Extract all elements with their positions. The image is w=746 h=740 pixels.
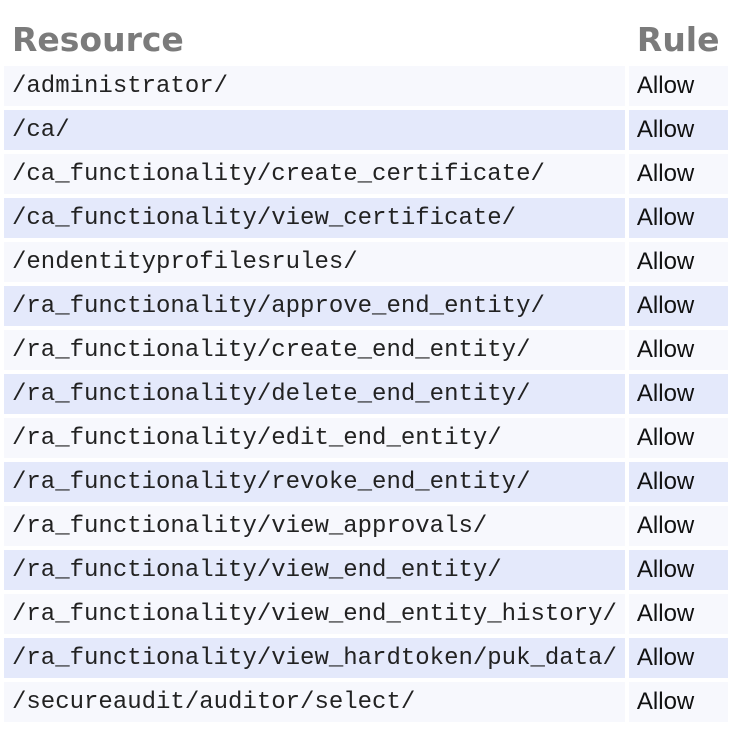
rule-cell: Allow (628, 638, 728, 678)
resource-cell: /ra_functionality/delete_end_entity/ (4, 374, 625, 414)
table-row: /ra_functionality/edit_end_entity/Allow (4, 418, 728, 458)
resource-cell: /administrator/ (4, 66, 625, 106)
resource-cell: /ra_functionality/revoke_end_entity/ (4, 462, 625, 502)
header-row: Resource Rule (4, 4, 728, 62)
resource-cell: /ca_functionality/create_certificate/ (4, 154, 625, 194)
resource-cell: /ca/ (4, 110, 625, 150)
column-header-resource: Resource (12, 19, 184, 59)
table-row: /ra_functionality/create_end_entity/Allo… (4, 330, 728, 370)
table-row: /secureaudit/auditor/select/Allow (4, 682, 728, 722)
column-header-rule: Rule (636, 19, 720, 59)
resource-cell: /ra_functionality/edit_end_entity/ (4, 418, 625, 458)
resource-cell: /ra_functionality/view_end_entity/ (4, 550, 625, 590)
rule-cell: Allow (628, 198, 728, 238)
resource-cell: /ra_functionality/view_end_entity_histor… (4, 594, 625, 634)
table-row: /ra_functionality/revoke_end_entity/Allo… (4, 462, 728, 502)
resource-cell: /ra_functionality/create_end_entity/ (4, 330, 625, 370)
resource-cell: /ca_functionality/view_certificate/ (4, 198, 625, 238)
table-row: /ra_functionality/view_end_entity_histor… (4, 594, 728, 634)
table-row: /ra_functionality/approve_end_entity/All… (4, 286, 728, 326)
table-row: /endentityprofilesrules/Allow (4, 242, 728, 282)
access-rules-table: Resource Rule /administrator/Allow/ca/Al… (4, 4, 728, 722)
rule-cell: Allow (628, 418, 728, 458)
resource-cell: /secureaudit/auditor/select/ (4, 682, 625, 722)
rule-cell: Allow (628, 286, 728, 326)
rule-cell: Allow (628, 154, 728, 194)
rule-cell: Allow (628, 506, 728, 546)
rule-cell: Allow (628, 594, 728, 634)
table-row: /ra_functionality/view_approvals/Allow (4, 506, 728, 546)
table-row: /ca_functionality/view_certificate/Allow (4, 198, 728, 238)
resource-cell: /ra_functionality/view_approvals/ (4, 506, 625, 546)
resource-cell: /ra_functionality/approve_end_entity/ (4, 286, 625, 326)
access-rules-header: Resource Rule (4, 4, 728, 62)
rule-cell: Allow (628, 242, 728, 282)
rule-cell: Allow (628, 682, 728, 722)
rule-cell: Allow (628, 66, 728, 106)
table-row: /ca/Allow (4, 110, 728, 150)
access-rules-body: /administrator/Allow/ca/Allow/ca_functio… (4, 66, 728, 722)
table-row: /ca_functionality/create_certificate/All… (4, 154, 728, 194)
rule-cell: Allow (628, 374, 728, 414)
table-row: /ra_functionality/view_hardtoken/puk_dat… (4, 638, 728, 678)
resource-cell: /ra_functionality/view_hardtoken/puk_dat… (4, 638, 625, 678)
rule-cell: Allow (628, 550, 728, 590)
rule-cell: Allow (628, 330, 728, 370)
table-row: /ra_functionality/view_end_entity/Allow (4, 550, 728, 590)
rule-cell: Allow (628, 110, 728, 150)
table-row: /ra_functionality/delete_end_entity/Allo… (4, 374, 728, 414)
resource-cell: /endentityprofilesrules/ (4, 242, 625, 282)
table-row: /administrator/Allow (4, 66, 728, 106)
rule-cell: Allow (628, 462, 728, 502)
